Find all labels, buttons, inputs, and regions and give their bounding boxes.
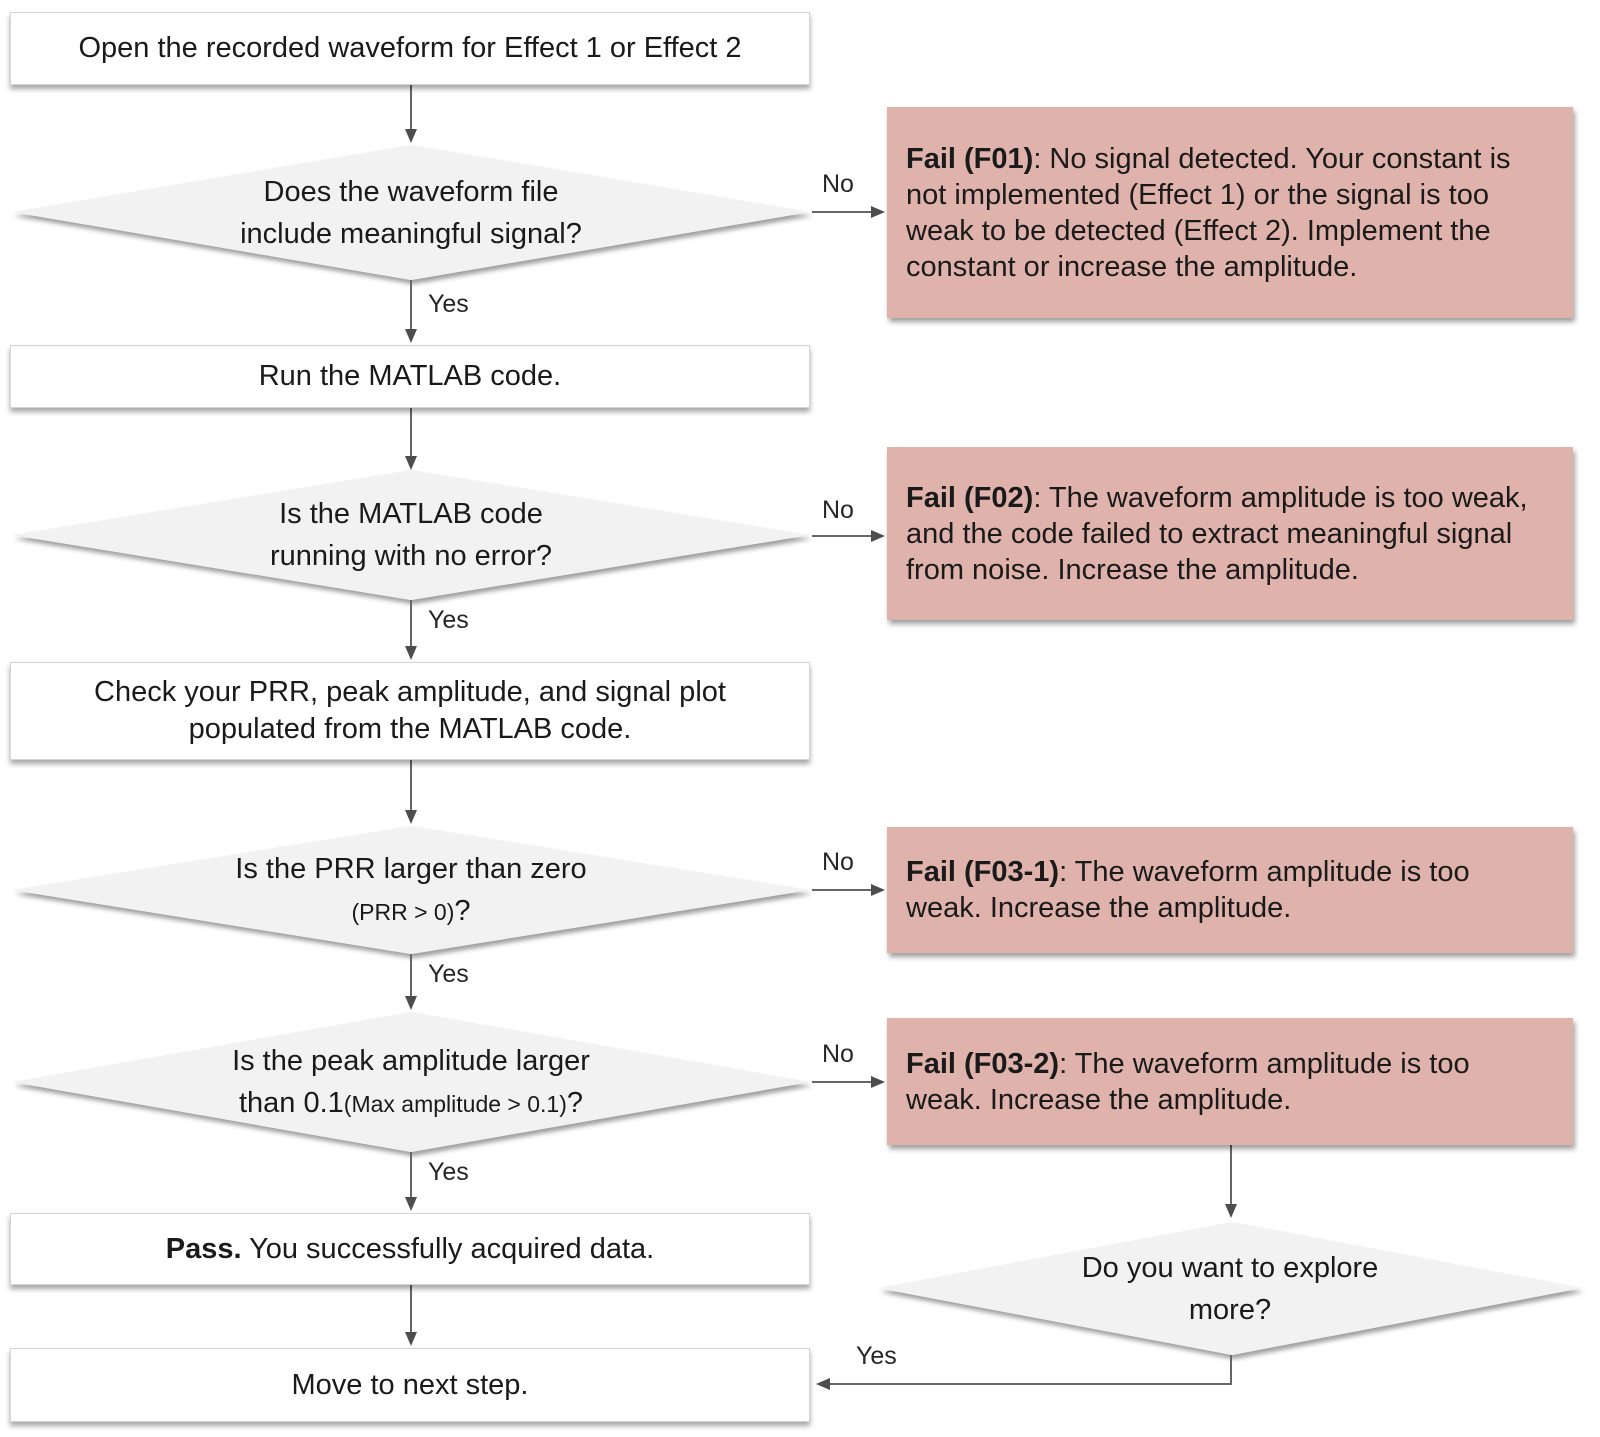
- pass-label: Pass. You successfully acquired data.: [166, 1233, 655, 1266]
- move-next-box: Move to next step.: [10, 1348, 810, 1422]
- fail-f02-title: Fail (F02): [906, 481, 1034, 514]
- edge-label-no-amplitude: No: [822, 1040, 854, 1068]
- move-next-label: Move to next step.: [291, 1368, 529, 1401]
- amplitude-decision-line2: than 0.1(Max amplitude > 0.1)?: [239, 1082, 583, 1125]
- edge-label-no-prr: No: [822, 848, 854, 876]
- fail-f03-1-box: Fail (F03-1): The waveform amplitude is …: [887, 827, 1573, 953]
- pass-box: Pass. You successfully acquired data.: [10, 1213, 810, 1285]
- edge-label-yes-matlab: Yes: [428, 606, 469, 634]
- matlab-decision-diamond: [12, 470, 810, 600]
- amplitude-decision-line1: Is the peak amplitude larger: [232, 1044, 590, 1077]
- edge-label-no-matlab: No: [822, 496, 854, 524]
- prr-decision-diamond: [12, 826, 810, 954]
- signal-decision-line1: Does the waveform file: [263, 175, 559, 208]
- fail-f03-2-text: Fail (F03-2): The waveform amplitude is …: [906, 1046, 1553, 1118]
- prr-decision-line2: (PRR > 0)?: [351, 890, 470, 933]
- fail-f01-text: Fail (F01): No signal detected. Your con…: [906, 141, 1553, 285]
- prr-question-mark: ?: [454, 894, 471, 927]
- fail-f02-body: : The waveform amplitude is too weak, an…: [906, 481, 1528, 586]
- start-box-label: Open the recorded waveform for Effect 1 …: [78, 32, 742, 64]
- fail-f03-2-title: Fail (F03-2): [906, 1047, 1060, 1080]
- edge-label-yes-prr: Yes: [428, 960, 469, 988]
- prr-decision-line1: Is the PRR larger than zero: [235, 852, 587, 885]
- fail-f03-2-box: Fail (F03-2): The waveform amplitude is …: [887, 1018, 1573, 1145]
- fail-f03-1-body: : The waveform amplitude is too weak. In…: [906, 856, 1470, 924]
- amplitude-threshold: than 0.1: [238, 1086, 344, 1119]
- fail-f02-text: Fail (F02): The waveform amplitude is to…: [906, 480, 1553, 588]
- edge-label-no-signal: No: [822, 170, 854, 198]
- explore-decision-line2: more?: [1188, 1293, 1272, 1326]
- amplitude-condition: (Max amplitude > 0.1): [343, 1090, 567, 1117]
- fail-f01-body: : No signal detected. Your constant is n…: [906, 142, 1511, 283]
- fail-f03-1-title: Fail (F03-1): [906, 856, 1060, 888]
- prr-decision-label: Is the PRR larger than zero (PRR > 0)?: [12, 826, 810, 954]
- fail-f03-1-text: Fail (F03-1): The waveform amplitude is …: [906, 854, 1553, 926]
- check-outputs-box: Check your PRR, peak amplitude, and sign…: [10, 662, 810, 760]
- check-outputs-line2: populated from the MATLAB code.: [188, 713, 632, 745]
- matlab-decision-line1: Is the MATLAB code: [279, 498, 543, 530]
- fail-f03-2-body: : The waveform amplitude is too weak. In…: [906, 1047, 1470, 1116]
- edge-label-yes-signal: Yes: [428, 290, 469, 318]
- fail-f02-box: Fail (F02): The waveform amplitude is to…: [887, 447, 1573, 620]
- amplitude-question-mark: ?: [566, 1086, 584, 1119]
- start-box: Open the recorded waveform for Effect 1 …: [10, 12, 810, 85]
- check-outputs-line1: Check your PRR, peak amplitude, and sign…: [94, 676, 726, 708]
- fail-f01-box: Fail (F01): No signal detected. Your con…: [887, 107, 1573, 318]
- prr-condition: (PRR > 0): [351, 898, 455, 925]
- run-matlab-box: Run the MATLAB code.: [10, 345, 810, 408]
- arrow-explore-yes-to-move: [816, 1355, 1232, 1390]
- explore-decision-line1: Do you want to explore: [1081, 1251, 1379, 1284]
- signal-decision-line2: include meaningful signal?: [240, 217, 582, 250]
- edge-label-yes-amplitude: Yes: [428, 1158, 469, 1186]
- matlab-decision-line2: running with no error?: [269, 540, 553, 572]
- explore-decision-diamond: [878, 1222, 1582, 1355]
- matlab-decision-label: Is the MATLAB code running with no error…: [12, 470, 810, 600]
- fail-f01-title: Fail (F01): [906, 142, 1034, 175]
- signal-decision-diamond: [12, 145, 810, 280]
- amplitude-decision-diamond: [12, 1012, 810, 1152]
- pass-label-rest: You successfully acquired data.: [241, 1232, 655, 1265]
- run-matlab-label: Run the MATLAB code.: [258, 360, 562, 392]
- pass-label-bold: Pass.: [165, 1232, 242, 1265]
- amplitude-decision-label: Is the peak amplitude larger than 0.1(Ma…: [12, 1012, 810, 1152]
- edge-label-yes-explore: Yes: [856, 1342, 897, 1370]
- explore-decision-label: Do you want to explore more?: [878, 1222, 1582, 1355]
- signal-decision-label: Does the waveform file include meaningfu…: [12, 145, 810, 280]
